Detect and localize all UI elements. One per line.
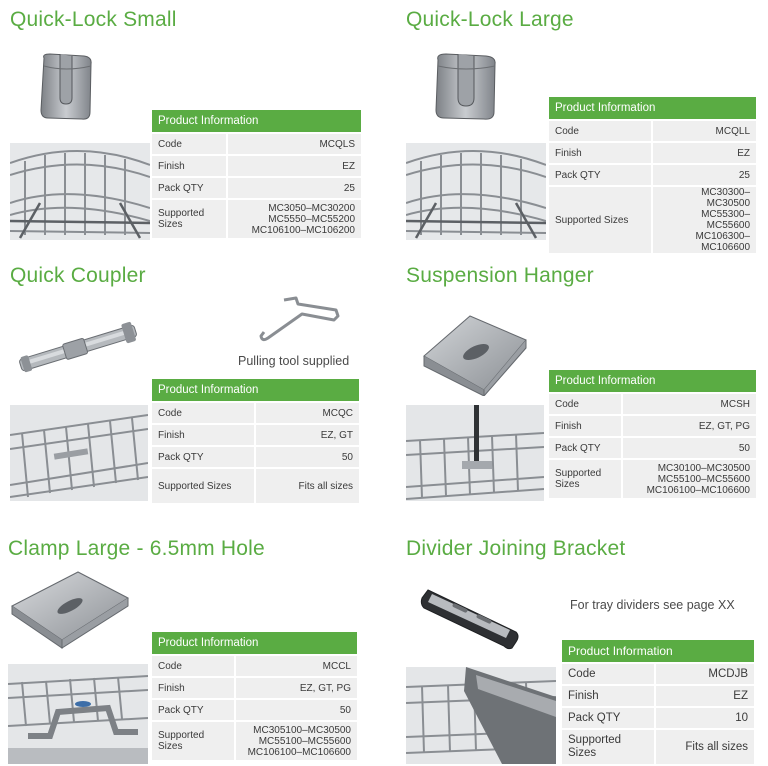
table-header: Product Information xyxy=(549,97,756,119)
table-header: Product Information xyxy=(152,379,359,401)
wire-tray-straight-image xyxy=(10,405,148,501)
section-title-quick-coupler: Quick Coupler xyxy=(10,264,146,287)
table-header: Product Information xyxy=(152,632,357,654)
section-title-divider-joining-bracket: Divider Joining Bracket xyxy=(406,537,626,560)
pulling-tool-image xyxy=(259,296,340,342)
table-header: Product Information xyxy=(562,640,754,662)
clamp-large-product-image xyxy=(11,571,129,649)
wire-tray-bend-image xyxy=(10,143,150,240)
wire-tray-bend-image xyxy=(406,143,546,240)
caption-tray-dividers: For tray dividers see page XX xyxy=(570,598,735,612)
wire-tray-clamp-image xyxy=(8,664,148,764)
divider-joining-bracket-product-image xyxy=(420,589,519,650)
quick-lock-large-product-image xyxy=(435,53,496,120)
section-title-suspension-hanger: Suspension Hanger xyxy=(406,264,594,287)
section-title-clamp-large: Clamp Large - 6.5mm Hole xyxy=(8,537,265,560)
quick-coupler-product-image xyxy=(19,321,137,373)
wire-tray-divider-image xyxy=(406,667,556,764)
section-title-quick-lock-large: Quick-Lock Large xyxy=(406,8,574,31)
caption-pulling-tool-supplied: Pulling tool supplied xyxy=(238,354,350,368)
table-header: Product Information xyxy=(549,370,756,392)
section-title-quick-lock-small: Quick-Lock Small xyxy=(10,8,177,31)
table-header: Product Information xyxy=(152,110,361,132)
suspension-hanger-product-image xyxy=(423,315,527,396)
quick-lock-small-product-image xyxy=(40,53,92,120)
wire-tray-suspended-image xyxy=(406,405,544,501)
